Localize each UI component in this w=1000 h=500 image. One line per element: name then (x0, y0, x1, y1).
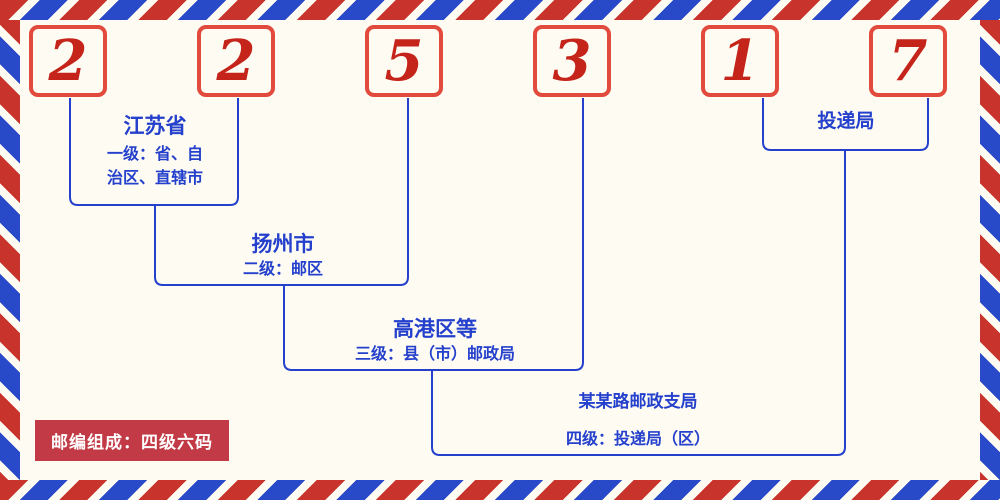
airmail-border-top (0, 0, 1000, 20)
level2-desc: 二级：邮区 (242, 259, 324, 278)
airmail-border-bottom (0, 480, 1000, 500)
level1-desc: 一级：省、自 治区、直辖市 (106, 144, 204, 187)
level1-title: 江苏省 (123, 114, 187, 138)
airmail-border-right (980, 0, 1000, 500)
postal-digit-3: 5 (365, 25, 443, 97)
postal-digit-2: 2 (197, 25, 275, 97)
level2-title: 扬州市 (251, 232, 315, 256)
postal-digit-6: 7 (869, 25, 947, 97)
postal-digit-4: 3 (533, 25, 611, 97)
postal-digit-5: 1 (701, 25, 779, 97)
postal-code-composition-badge: 邮编组成：四级六码 (35, 420, 229, 461)
level3-title: 高港区等 (393, 317, 477, 341)
level3-desc: 三级：县（市）邮政局 (354, 344, 516, 363)
postal-digit-1: 2 (29, 25, 107, 97)
delivery-title: 投递局 (817, 110, 875, 132)
airmail-border-left (0, 0, 20, 500)
level4-title: 某某路邮政支局 (578, 392, 698, 412)
level4-desc: 四级：投递局（区） (565, 429, 711, 448)
